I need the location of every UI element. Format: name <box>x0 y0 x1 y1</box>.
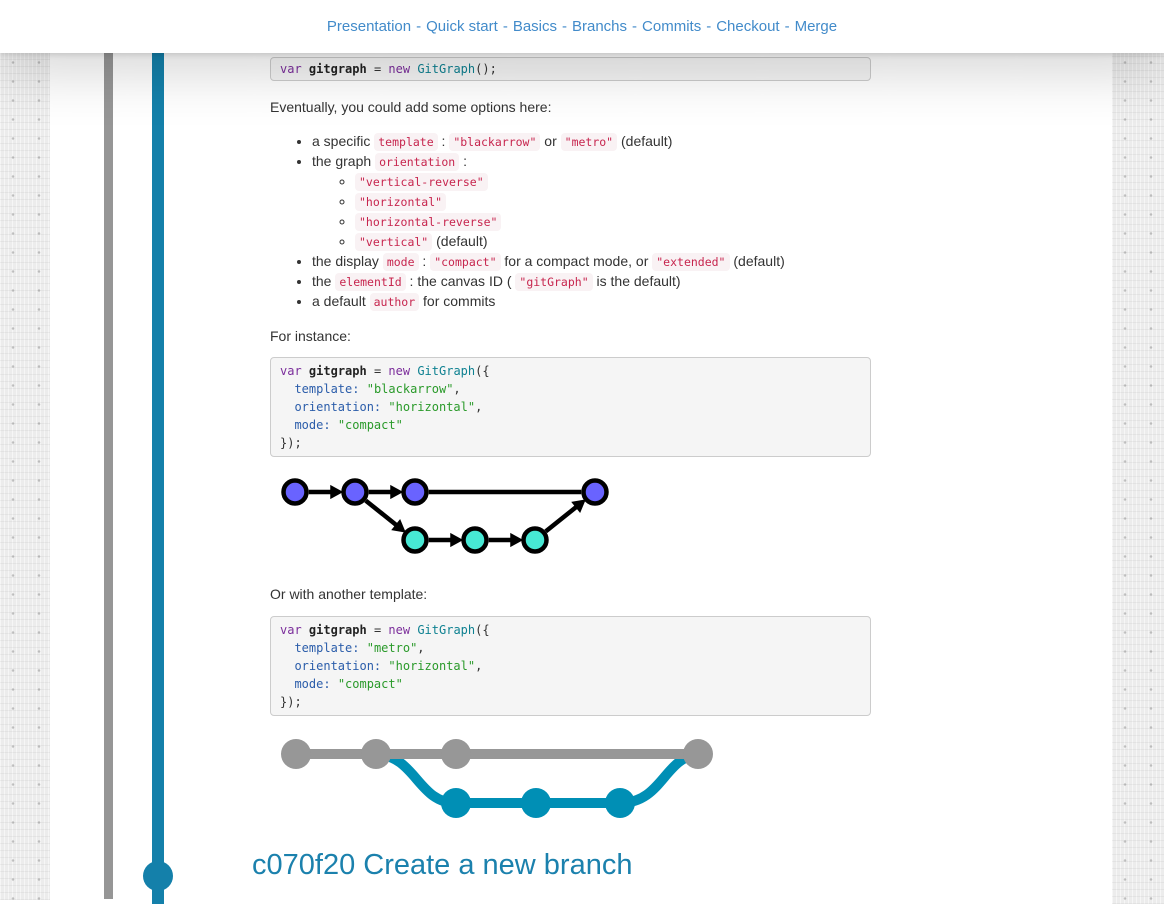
orientation-option: "horizontal" <box>355 191 912 211</box>
metro-master-commit-node <box>683 739 713 769</box>
inline-code: orientation <box>375 153 460 171</box>
code-block-blackarrow: var gitgraph = new GitGraph({ template: … <box>270 357 871 457</box>
inline-code: mode <box>382 253 419 271</box>
inline-code: template <box>374 133 438 151</box>
metro-branch-commit-node <box>605 788 635 818</box>
metro-master-commit-node <box>441 739 471 769</box>
options-list: a specific template : "blackarrow" or "m… <box>270 131 912 311</box>
commit-heading: c070f20 Create a new branch <box>252 849 633 881</box>
timeline-commit-dot <box>143 861 173 891</box>
metro-branch-commit-node <box>521 788 551 818</box>
inline-code: "horizontal-reverse" <box>355 213 502 231</box>
options-list-item: the elementId : the canvas ID ( "gitGrap… <box>312 271 912 291</box>
nav-link-checkout[interactable]: Checkout <box>716 17 780 35</box>
develop-commit-node <box>401 526 429 554</box>
inline-code: "blackarrow" <box>449 133 541 151</box>
nav-separator: - <box>562 17 567 35</box>
main-nav: Presentation-Quick start-Basics-Branchs-… <box>327 18 837 36</box>
options-list-item: a specific template : "blackarrow" or "m… <box>312 131 912 151</box>
inline-code: "vertical" <box>355 233 433 251</box>
nav-link-quick-start[interactable]: Quick start <box>426 17 498 35</box>
orientation-option: "vertical-reverse" <box>355 171 912 191</box>
metro-master-commit-node <box>361 739 391 769</box>
inline-code: "extended" <box>652 253 730 271</box>
develop-commit-node <box>521 526 549 554</box>
options-list-item: the graph orientation :"vertical-reverse… <box>312 151 912 251</box>
orientation-option: "vertical" (default) <box>355 231 912 251</box>
master-commit-node <box>401 478 429 506</box>
inline-code: "gitGraph" <box>515 273 593 291</box>
code-block-metro: var gitgraph = new GitGraph({ template: … <box>270 616 871 716</box>
inline-code: author <box>369 293 420 311</box>
options-list-item: the display mode : "compact" for a compa… <box>312 251 912 271</box>
nav-link-presentation[interactable]: Presentation <box>326 17 412 35</box>
timeline-rail-gray <box>104 53 113 899</box>
nav-link-commits[interactable]: Commits <box>642 17 702 35</box>
metro-graph-canvas <box>281 739 713 818</box>
nav-separator: - <box>632 17 638 35</box>
bg-pattern-left <box>0 53 50 900</box>
nav-separator: - <box>502 17 508 35</box>
master-commit-node <box>581 478 609 506</box>
nav-separator: - <box>706 17 712 35</box>
orientation-sublist: "vertical-reverse" "horizontal" "horizonta… <box>312 171 912 251</box>
metro-master-commit-node <box>281 739 311 769</box>
orientation-option: "horizontal-reverse" <box>355 211 912 231</box>
inline-code: elementId <box>335 273 406 291</box>
inline-code: "compact" <box>430 253 501 271</box>
master-commit-node <box>341 478 369 506</box>
timeline-branch-blue <box>152 53 164 904</box>
inline-code: "vertical-reverse" <box>355 173 488 191</box>
blackarrow-graph-canvas <box>281 478 609 554</box>
bg-pattern-right <box>1112 53 1164 904</box>
master-commit-node <box>281 478 309 506</box>
nav-separator: - <box>784 17 790 35</box>
nav-link-basics[interactable]: Basics <box>512 17 557 35</box>
develop-commit-node <box>461 526 489 554</box>
another-template-text: Or with another template: <box>270 586 428 602</box>
site-header: Presentation-Quick start-Basics-Branchs-… <box>0 0 1164 53</box>
metro-branch-commit-node <box>441 788 471 818</box>
options-list-item: a default author for commits <box>312 291 912 311</box>
for-instance-text: For instance: <box>270 328 351 344</box>
nav-link-branchs[interactable]: Branchs <box>572 17 628 35</box>
code-block-intro: var gitgraph = new GitGraph(); <box>270 57 871 81</box>
inline-code: "horizontal" <box>355 193 447 211</box>
nav-link-merge[interactable]: Merge <box>794 17 838 35</box>
nav-separator: - <box>416 17 422 35</box>
options-intro-text: Eventually, you could add some options h… <box>270 99 552 115</box>
inline-code: "metro" <box>560 133 618 151</box>
